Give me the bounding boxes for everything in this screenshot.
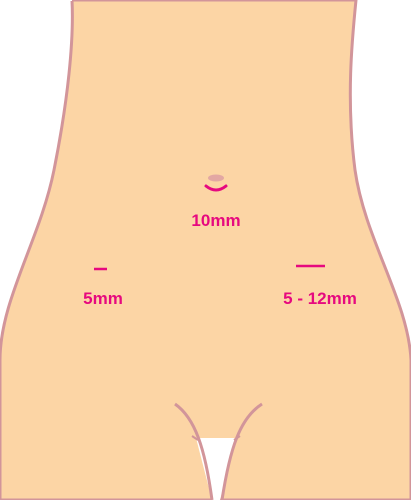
umbilical-incision-label: 10mm [191,211,240,230]
navel [208,175,224,182]
left-incision-label: 5mm [83,289,123,308]
right-incision-label: 5 - 12mm [283,289,357,308]
